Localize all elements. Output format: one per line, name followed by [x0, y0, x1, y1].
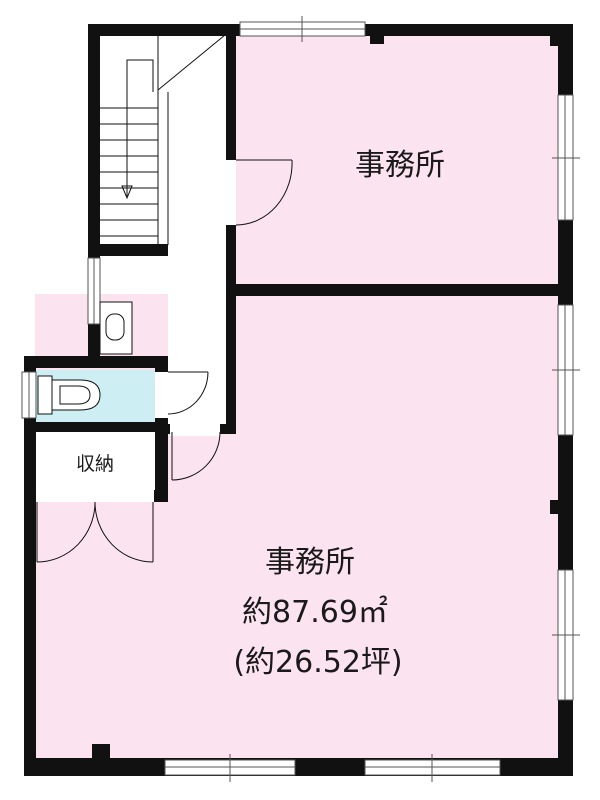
corridor [168, 35, 228, 425]
office-lower-area-tsubo: (約26.52坪) [233, 645, 402, 680]
office-lower-label: 事務所 [265, 545, 355, 580]
stair-arrow-icon [121, 185, 133, 200]
office-upper-label: 事務所 [355, 148, 445, 183]
storage-room [35, 432, 155, 492]
office-lower-area-sqm: 約87.69㎡ [242, 595, 388, 630]
toilet-icon [37, 375, 101, 415]
storage-label: 収納 [76, 453, 114, 475]
washbasin [99, 301, 133, 355]
staircase [98, 34, 226, 245]
windows [21, 16, 580, 782]
doors [36, 159, 293, 563]
